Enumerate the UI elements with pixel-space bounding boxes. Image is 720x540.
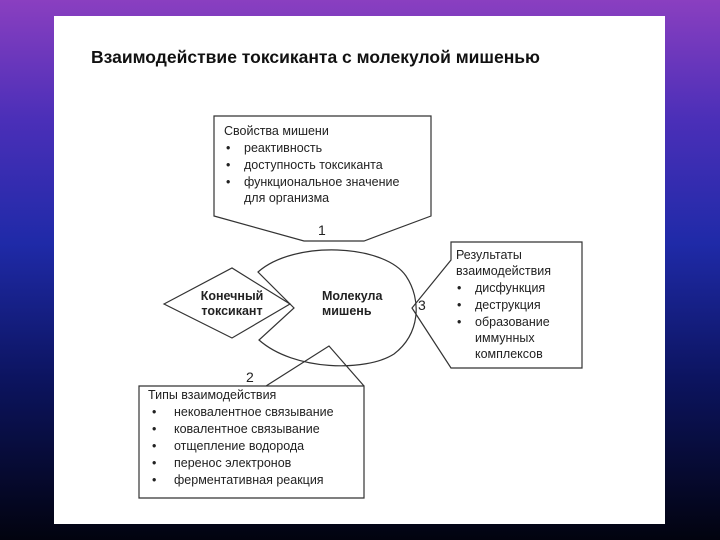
target-bullet-1: • (226, 141, 230, 155)
results-item-3: образование (475, 315, 550, 329)
results-bullet-1: • (457, 281, 461, 295)
types-bullet-1: • (152, 405, 156, 419)
target-item-3: функциональное значение (244, 175, 399, 189)
interaction-types-box (138, 345, 365, 499)
target-bullet-2: • (226, 158, 230, 172)
target-bullet-3: • (226, 175, 230, 189)
types-item-1: нековалентное связывание (174, 405, 334, 419)
toxicant-diamond (162, 267, 292, 339)
types-bullet-2: • (152, 422, 156, 436)
types-item-2: ковалентное связывание (174, 422, 320, 436)
molecule-shape (257, 249, 417, 367)
target-properties-box (213, 115, 432, 242)
results-continuation-1: иммунных (475, 331, 535, 345)
types-item-5: ферментативная реакция (174, 473, 324, 487)
results-box (411, 241, 583, 369)
types-item-4: перенос электронов (174, 456, 292, 470)
target-item-3-continuation: для организма (244, 191, 329, 205)
results-bullet-3: • (457, 315, 461, 329)
target-box-heading: Свойства мишени (224, 124, 329, 138)
types-bullet-5: • (152, 473, 156, 487)
toxicant-line1: Конечный (201, 289, 264, 303)
types-heading: Типы взаимодействия (148, 388, 276, 402)
results-continuation-2: комплексов (475, 347, 543, 361)
types-bullet-3: • (152, 439, 156, 453)
results-item-2: деструкция (475, 298, 541, 312)
label-number-1: 1 (318, 222, 326, 238)
toxicant-line2: токсикант (201, 304, 262, 318)
diagram: Свойства мишени • реактивность • доступн… (138, 115, 583, 499)
label-number-2: 2 (246, 369, 254, 385)
label-number-3: 3 (418, 297, 426, 313)
results-heading-line1: Результаты (456, 248, 522, 262)
types-bullet-4: • (152, 456, 156, 470)
results-item-1: дисфункция (475, 281, 545, 295)
target-item-2: доступность токсиканта (244, 158, 383, 172)
target-item-1: реактивность (244, 141, 322, 155)
results-heading-line2: взаимодействия (456, 264, 551, 278)
slide-title: Взаимодействие токсиканта с молекулой ми… (91, 47, 540, 67)
types-item-3: отщепление водорода (174, 439, 304, 453)
molecule-line2: мишень (322, 304, 372, 318)
slide: Взаимодействие токсиканта с молекулой ми… (54, 16, 665, 524)
results-bullet-2: • (457, 298, 461, 312)
molecule-line1: Молекула (322, 289, 383, 303)
